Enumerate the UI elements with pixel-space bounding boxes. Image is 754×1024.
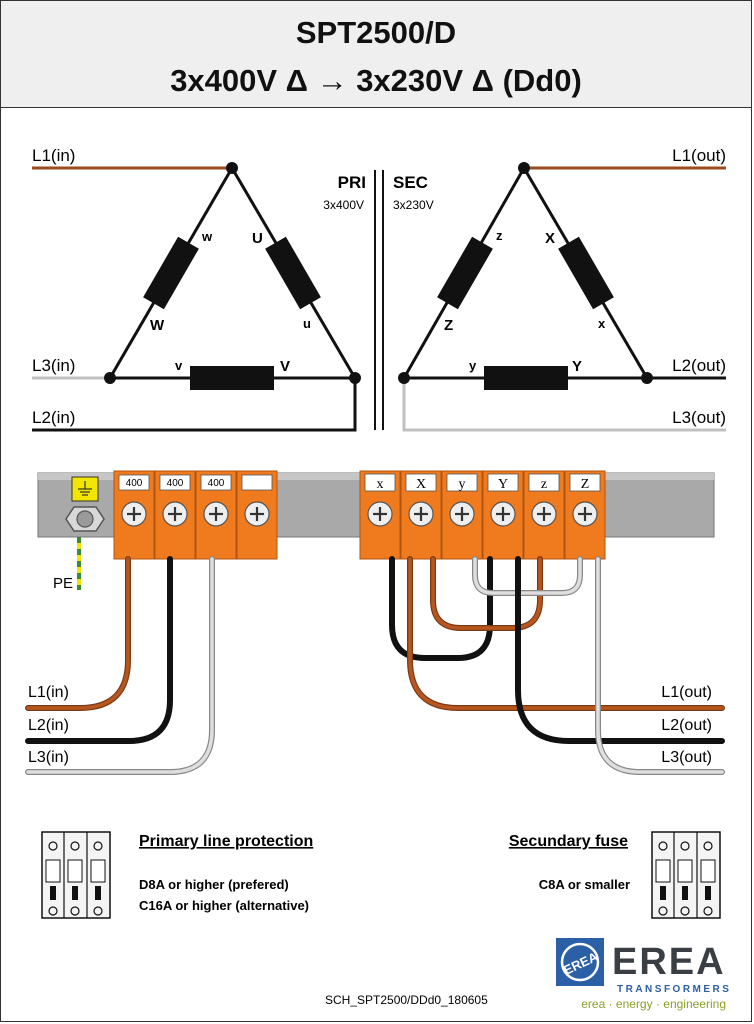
- wire-l2-out: [515, 556, 725, 744]
- node: [104, 372, 116, 384]
- coil-label: V: [280, 358, 290, 375]
- terminal-primary-2[interactable]: 400: [154, 470, 196, 560]
- erea-logo-text: EREA: [612, 941, 726, 983]
- secondary-fuse-line: C8A or smaller: [539, 877, 630, 892]
- terminal-label: 400: [167, 478, 184, 489]
- schematic: L1(in) L3(in) L2(in) w W U u v V PRI 3x4…: [32, 146, 726, 432]
- coil-label: W: [150, 317, 165, 334]
- terminal-label: 400: [126, 478, 143, 489]
- pri-voltage: 3x400V: [323, 198, 364, 212]
- jumper-x-Y: [389, 556, 493, 661]
- document-code: SCH_SPT2500/DDd0_180605: [325, 993, 488, 1007]
- coil-label: U: [252, 230, 263, 247]
- node: [349, 372, 361, 384]
- pe-label: PE: [53, 575, 73, 592]
- sec-label-l2: L2(out): [672, 356, 726, 375]
- terminal-secondary-Y[interactable]: Y: [482, 470, 524, 560]
- erea-logo: EREA EREA TRANSFORMERS: [556, 938, 731, 995]
- coil-label: z: [496, 228, 503, 243]
- terminal-secondary-X[interactable]: X: [400, 470, 442, 560]
- terminal-primary-3[interactable]: 400: [195, 470, 237, 560]
- pri-label-l1: L1(in): [32, 146, 75, 165]
- coil-primary-w: [143, 236, 199, 310]
- terminal-block: PE 400 400 400: [37, 470, 715, 592]
- primary-protection-line: D8A or higher (prefered): [139, 877, 289, 892]
- coil-label: u: [303, 316, 311, 331]
- wire-l2-in: [25, 556, 173, 744]
- secondary-terminals: x X y: [359, 470, 606, 560]
- primary-breaker-icon: [41, 831, 111, 919]
- header: SPT2500/D 3x400V Δ → 3x230V Δ (Dd0): [1, 1, 751, 108]
- wire-label-l1-out: L1(out): [661, 684, 712, 701]
- terminal-label: z: [541, 477, 547, 492]
- primary-protection-title: Primary line protection: [139, 833, 313, 850]
- coil-label: X: [545, 230, 555, 247]
- page-title: SPT2500/D: [295, 15, 457, 50]
- node: [398, 372, 410, 384]
- terminal-label: X: [416, 477, 426, 492]
- wire-label-l2-in: L2(in): [28, 717, 69, 734]
- page-subtitle: 3x400V Δ → 3x230V Δ (Dd0): [170, 63, 582, 98]
- secondary-breaker-icon: [651, 831, 721, 919]
- coil-secondary-x: [558, 236, 614, 310]
- coil-secondary-y: [484, 366, 568, 390]
- wire-label-l1-in: L1(in): [28, 684, 69, 701]
- sec-label-l3: L3(out): [672, 408, 726, 427]
- coil-primary-v: [190, 366, 274, 390]
- primary-terminals: 400 400 400: [113, 470, 278, 560]
- wire-label-l3-in: L3(in): [28, 749, 69, 766]
- sec-label-l1: L1(out): [672, 146, 726, 165]
- terminal-primary-1[interactable]: 400: [113, 470, 155, 560]
- terminal-label: Z: [581, 477, 590, 492]
- coil-label: v: [175, 358, 183, 373]
- node: [641, 372, 653, 384]
- secondary-delta: [401, 165, 650, 380]
- coil-label: Z: [444, 317, 453, 334]
- terminal-label: x: [377, 477, 384, 492]
- tagline: erea · energy · engineering: [581, 997, 726, 1011]
- pri-line-l2: [32, 378, 357, 432]
- sec-voltage: 3x230V: [393, 198, 434, 212]
- erea-logo-subtitle: TRANSFORMERS: [617, 984, 731, 995]
- pri-label-l3: L3(in): [32, 356, 75, 375]
- coil-secondary-z: [437, 236, 493, 310]
- terminal-label: y: [459, 477, 466, 492]
- coil-label: x: [598, 316, 606, 331]
- terminal-label: Y: [498, 477, 508, 492]
- terminal-secondary-Z[interactable]: Z: [564, 470, 606, 560]
- terminal-secondary-y[interactable]: y: [441, 470, 483, 560]
- wire-label-l2-out: L2(out): [661, 717, 712, 734]
- secondary-fuse-title: Secundary fuse: [509, 833, 628, 850]
- primary-delta: [107, 165, 358, 380]
- coil-label: w: [201, 229, 213, 244]
- sec-line-l3: [402, 378, 726, 432]
- terminal-secondary-x[interactable]: x: [359, 470, 401, 560]
- pe-terminal: [65, 476, 105, 590]
- primary-protection-line: C16A or higher (alternative): [139, 898, 309, 913]
- sec-label: SEC: [393, 173, 428, 192]
- node: [518, 162, 530, 174]
- node: [226, 162, 238, 174]
- coil-label: Y: [572, 358, 582, 375]
- erea-logo-icon: [556, 938, 604, 986]
- terminal-label: 400: [208, 478, 225, 489]
- terminal-secondary-z[interactable]: z: [523, 470, 565, 560]
- terminal-primary-4[interactable]: [236, 470, 278, 560]
- wire-label-l3-out: L3(out): [661, 749, 712, 766]
- pri-label-l2: L2(in): [32, 408, 75, 427]
- pri-label: PRI: [338, 173, 366, 192]
- coil-primary-u: [265, 236, 321, 310]
- wires: [25, 556, 725, 775]
- coil-label: y: [469, 358, 477, 373]
